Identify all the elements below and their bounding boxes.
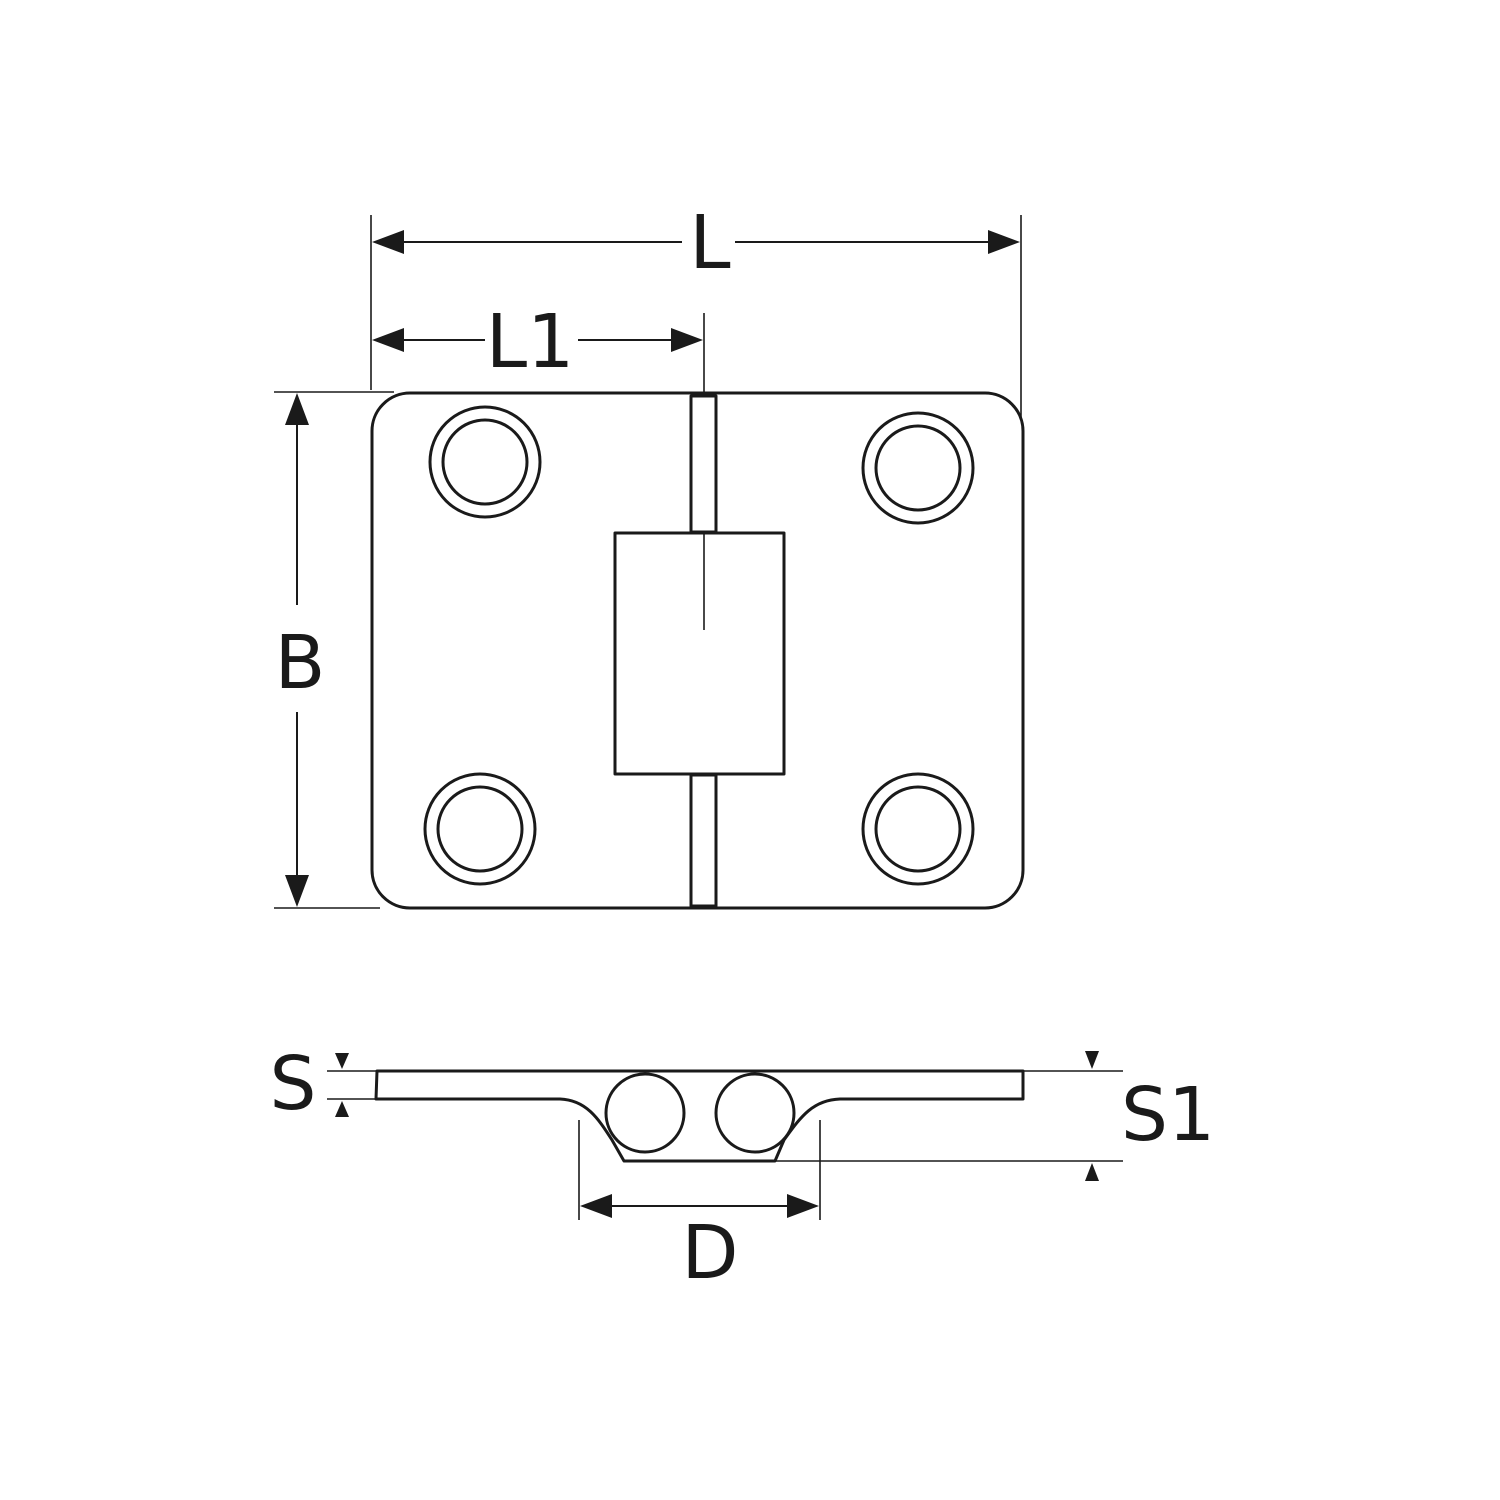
side-view xyxy=(374,1069,1025,1163)
hinge-pin-lower xyxy=(689,773,718,908)
dimension-label-S1: S1 xyxy=(1121,1072,1215,1158)
screw-hole-top-left xyxy=(428,405,542,519)
hinge-pin-upper xyxy=(689,394,718,534)
dimension-B: B xyxy=(274,391,394,909)
screw-hole-top-right xyxy=(861,411,975,525)
pin-section-right xyxy=(714,1072,796,1154)
dimension-label-D: D xyxy=(682,1210,739,1296)
dimension-label-L: L xyxy=(689,200,730,286)
dimension-S1: S1 xyxy=(775,1051,1215,1181)
hinge-knuckle xyxy=(613,531,786,776)
dimension-L1: L1 xyxy=(372,299,705,395)
hinge-plate-outline xyxy=(370,391,1025,910)
dimension-L: L xyxy=(370,200,1022,420)
dimension-S: S xyxy=(270,1041,378,1127)
top-view xyxy=(370,391,1025,910)
dimension-D: D xyxy=(578,1120,821,1296)
pin-section-left xyxy=(604,1072,686,1154)
screw-hole-bottom-left xyxy=(423,772,537,886)
dimension-label-L1: L1 xyxy=(486,299,574,385)
dimension-label-S: S xyxy=(270,1041,317,1127)
dimension-label-B: B xyxy=(275,620,326,706)
hinge-side-profile xyxy=(374,1069,1025,1163)
screw-hole-bottom-right xyxy=(861,772,975,886)
